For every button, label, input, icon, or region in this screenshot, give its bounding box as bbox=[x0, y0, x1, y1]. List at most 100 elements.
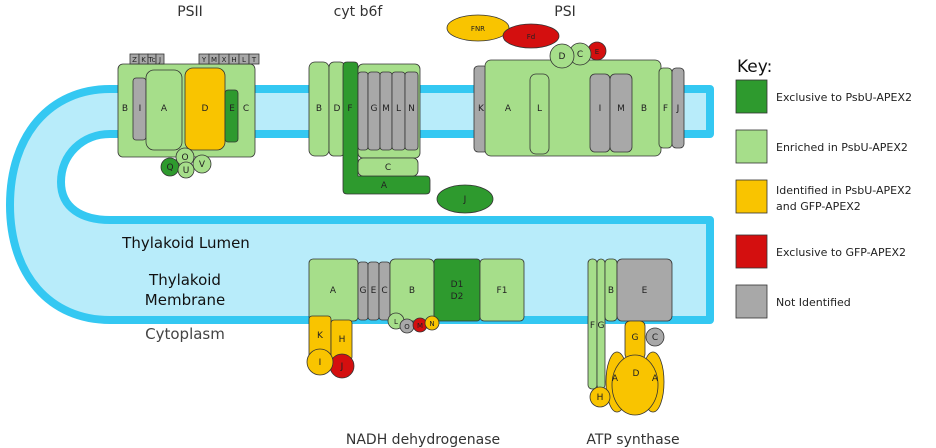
atp-subunit-c bbox=[645, 327, 665, 347]
psii-label-t: T bbox=[251, 56, 257, 64]
ndh-subunit-d1-d2 bbox=[433, 258, 481, 322]
psii-label-z: Z bbox=[132, 56, 137, 64]
thylakoid-membrane bbox=[6, 85, 714, 324]
ndh-label-m: M bbox=[417, 322, 423, 330]
legend-swatch-identified-both bbox=[735, 179, 768, 214]
ndh-subunit-n bbox=[424, 315, 440, 331]
psii-label-q: Q bbox=[166, 163, 173, 173]
psi-title: PSI bbox=[554, 4, 575, 20]
ndh-label-l: L bbox=[394, 318, 398, 326]
atp-label-f: F bbox=[590, 321, 595, 331]
psi-subunit-d bbox=[549, 43, 575, 69]
psii-label-o: O bbox=[181, 153, 188, 163]
legend-swatch-exclusive-gfp bbox=[735, 234, 768, 269]
psi-label-k: K bbox=[478, 104, 485, 114]
atp-subunit-e bbox=[616, 258, 673, 322]
cyt-label-b: B bbox=[316, 104, 322, 114]
cyt-subunit-c bbox=[357, 157, 419, 177]
ndh-label-d1: D1 bbox=[451, 280, 464, 290]
cyt-label-n: N bbox=[408, 104, 415, 114]
legend-swatch-enriched-psbu bbox=[735, 129, 768, 164]
membrane-label-line2: Membrane bbox=[145, 291, 225, 309]
psi-label-fd: Fd bbox=[527, 33, 535, 41]
ndh-label-o: O bbox=[404, 323, 410, 331]
ndh-label-n: N bbox=[429, 320, 434, 328]
ndh-subunit-f1 bbox=[479, 258, 525, 322]
cyt-label-l: L bbox=[396, 104, 401, 114]
ndh-title: NADH dehydrogenase bbox=[346, 432, 500, 448]
psii-label-u: U bbox=[183, 166, 190, 176]
ndh-label-k: K bbox=[317, 331, 324, 341]
ndh-label-f1: F1 bbox=[497, 286, 508, 296]
psii-label-a: A bbox=[161, 104, 168, 114]
psii-label-c: C bbox=[243, 104, 249, 114]
legend-label-identified-both-line1: Identified in PsbU-APEX2 bbox=[776, 184, 912, 197]
legend-title: Key: bbox=[737, 57, 772, 77]
psi-label-f: F bbox=[663, 104, 668, 114]
psii-label-v: V bbox=[199, 160, 206, 170]
psi-fnr bbox=[446, 14, 510, 42]
psii-label-h: H bbox=[231, 56, 236, 64]
psi-label-e: E bbox=[595, 48, 599, 56]
cyt-label-c: C bbox=[385, 163, 391, 173]
legend-label-enriched-psbu: Enriched in PsbU-APEX2 bbox=[776, 141, 908, 154]
atp-subunit-d bbox=[611, 354, 659, 416]
psi-label-m: M bbox=[617, 104, 625, 114]
psi-label-i: I bbox=[599, 104, 602, 114]
ndh-label-g: G bbox=[360, 286, 367, 296]
ndh-subunit-i bbox=[306, 348, 334, 376]
atp-label-g: G bbox=[598, 321, 605, 331]
psi-label-b: B bbox=[641, 104, 647, 114]
cyt-subunit-j bbox=[436, 184, 494, 214]
ndh-label-b: B bbox=[409, 286, 415, 296]
cyt-label-j: J bbox=[463, 195, 467, 205]
psi-subunit-j bbox=[671, 67, 685, 149]
atp-subunit-h bbox=[589, 386, 611, 408]
cytoplasm-label: Cytoplasm bbox=[145, 325, 225, 343]
membrane-label-line1: Thylakoid bbox=[148, 271, 221, 289]
psi-fd bbox=[502, 23, 560, 49]
ndh-label-a: A bbox=[330, 286, 337, 296]
atp-label-gamma: G bbox=[632, 333, 639, 343]
atp-label-b: B bbox=[608, 286, 614, 296]
ndh-label-h: H bbox=[339, 335, 346, 345]
legend-swatch-exclusive-psbu bbox=[735, 79, 768, 114]
psii-subunit-t bbox=[248, 53, 260, 65]
psii-label-l: L bbox=[242, 56, 246, 64]
psii-label-d: D bbox=[202, 104, 209, 114]
atp-label-a-left: A bbox=[612, 374, 619, 384]
cyt-label-a: A bbox=[381, 181, 388, 191]
psi-label-fnr: FNR bbox=[471, 25, 485, 33]
atp-label-e: E bbox=[642, 286, 648, 296]
psi-body bbox=[484, 59, 662, 157]
psii-label-k: K bbox=[141, 56, 146, 64]
psii-subunit-u bbox=[177, 161, 195, 179]
legend: Key: Exclusive to PsbU-APEX2 Enriched in… bbox=[735, 57, 912, 319]
psii-label-tc: Tc bbox=[148, 56, 156, 64]
ndh-label-e: E bbox=[371, 286, 377, 296]
psii-label-e: E bbox=[229, 104, 235, 114]
psii-label-m: M bbox=[211, 56, 217, 64]
atp-label-d: D bbox=[633, 369, 640, 379]
psii-label-x: X bbox=[222, 56, 227, 64]
psi-subunit-l bbox=[529, 73, 550, 155]
legend-label-exclusive-psbu: Exclusive to PsbU-APEX2 bbox=[776, 91, 912, 104]
cyt-label-f: F bbox=[347, 104, 352, 114]
atp-label-a-right: A bbox=[652, 374, 659, 384]
psii-label-y: Y bbox=[201, 56, 207, 64]
psi-label-c: C bbox=[577, 50, 583, 60]
psi-label-j: J bbox=[676, 104, 680, 114]
atp-title: ATP synthase bbox=[586, 432, 679, 448]
psi-label-d: D bbox=[559, 52, 566, 62]
psii-subunit-v bbox=[192, 154, 212, 174]
legend-label-exclusive-gfp: Exclusive to GFP-APEX2 bbox=[776, 246, 906, 259]
legend-label-not-identified: Not Identified bbox=[776, 296, 851, 309]
psi-label-a: A bbox=[505, 104, 512, 114]
psii-subunit-e bbox=[224, 89, 239, 143]
psii-subunit-a bbox=[145, 69, 183, 151]
cyt-subunit-f bbox=[357, 71, 369, 151]
psii-label-b: B bbox=[122, 104, 128, 114]
cyt-label-d: D bbox=[334, 104, 341, 114]
legend-label-identified-both-line2: and GFP-APEX2 bbox=[776, 200, 861, 213]
